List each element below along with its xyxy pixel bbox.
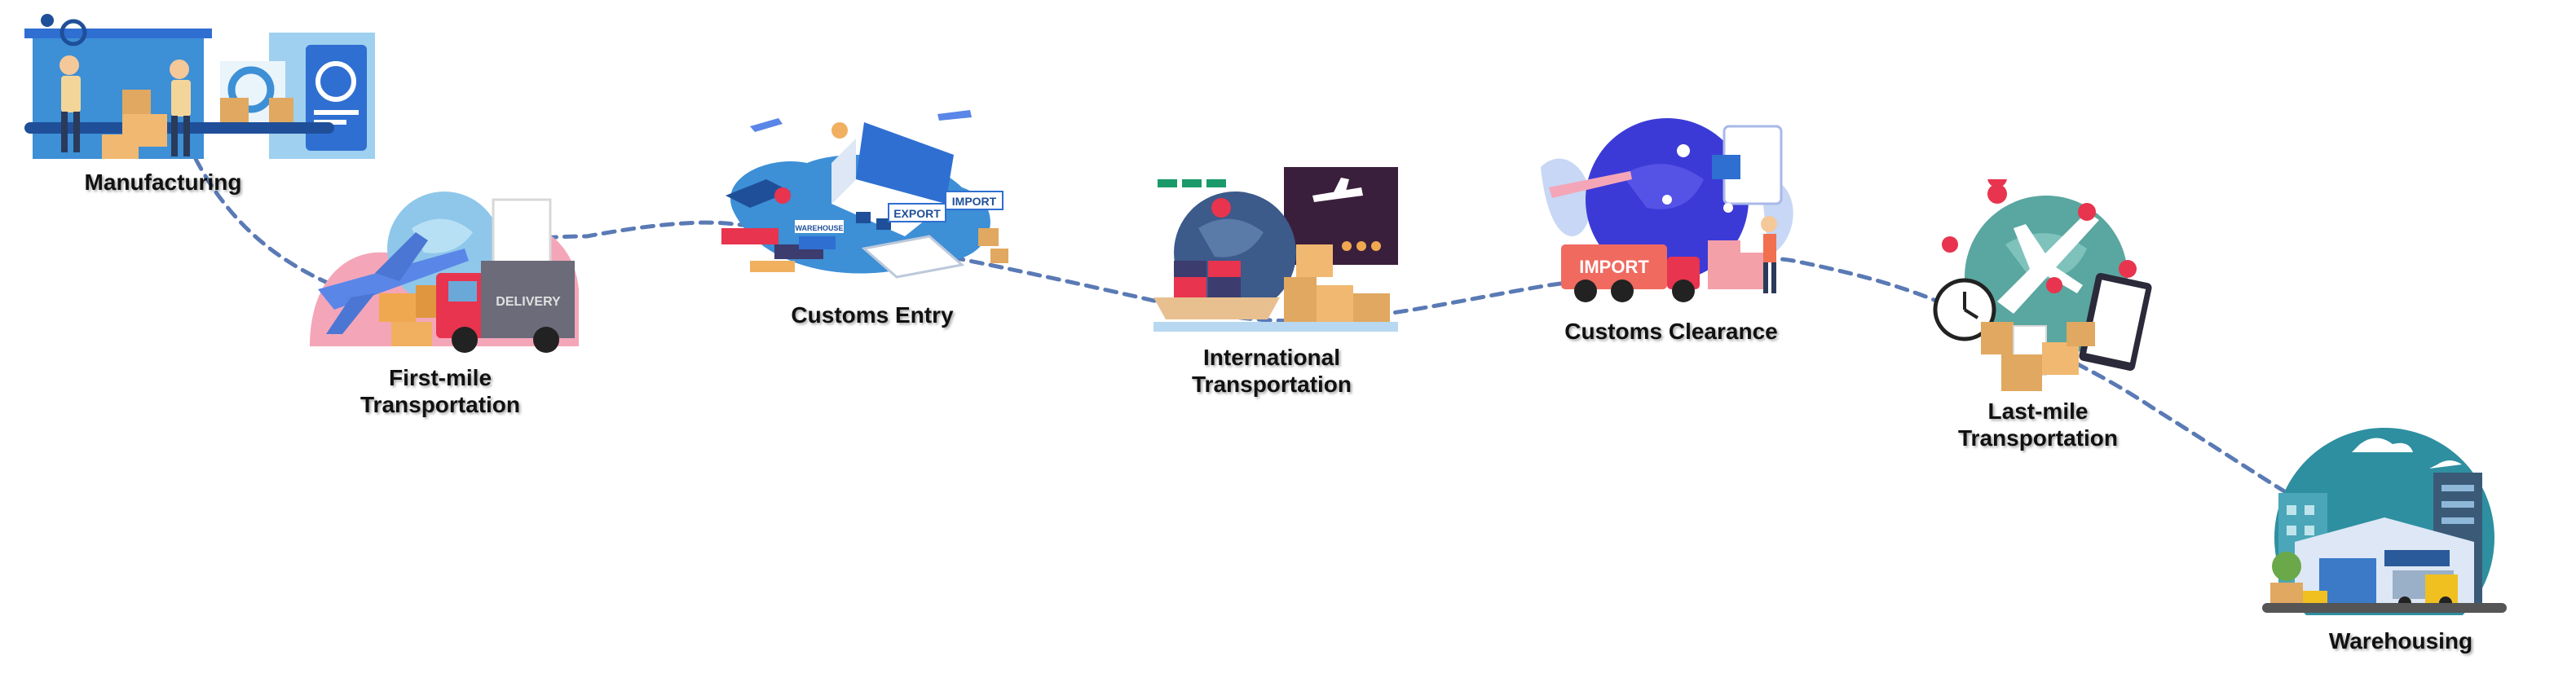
stage-last-mile: Last-mile Transportation xyxy=(1932,179,2177,451)
stage-manufacturing: Manufacturing xyxy=(24,12,383,195)
customs-entry-illustration: EXPORT IMPORT WAREHOUSE xyxy=(721,110,1008,279)
stage-label-first-mile: First-mile Transportation xyxy=(359,365,520,417)
stage-first-mile: DELIVERY First-mile Transportation xyxy=(302,183,595,417)
international-illustration xyxy=(1153,167,1398,332)
svg-text:IMPORT: IMPORT xyxy=(952,195,997,208)
stage-label-customs-clearance: Customs Clearance xyxy=(1564,319,1778,344)
stage-customs-entry: EXPORT IMPORT WAREHOUSE Customs Entry xyxy=(717,106,1019,328)
stage-label-last-mile: Last-mile Transportation xyxy=(1957,398,2118,451)
stage-label-warehousing: Warehousing xyxy=(2328,628,2473,654)
last-mile-illustration xyxy=(1933,179,2152,391)
stage-label-manufacturing: Manufacturing xyxy=(84,169,242,195)
stage-international: International Transportation xyxy=(1149,163,1402,397)
stage-customs-clearance: IMPORT Customs Clearance xyxy=(1533,118,1802,344)
stage-label-international: International Transportation xyxy=(1191,345,1352,397)
stage-warehousing: Warehousing xyxy=(2262,428,2507,654)
svg-text:WAREHOUSE: WAREHOUSE xyxy=(795,224,843,232)
stage-label-customs-entry: Customs Entry xyxy=(791,302,954,328)
warehousing-illustration xyxy=(2262,428,2507,615)
first-mile-illustration: DELIVERY xyxy=(310,191,579,353)
manufacturing-illustration xyxy=(24,14,375,159)
svg-text:DELIVERY: DELIVERY xyxy=(496,295,561,309)
customs-clearance-illustration: IMPORT xyxy=(1541,118,1793,302)
svg-text:IMPORT: IMPORT xyxy=(1579,257,1649,277)
svg-text:EXPORT: EXPORT xyxy=(893,207,941,220)
